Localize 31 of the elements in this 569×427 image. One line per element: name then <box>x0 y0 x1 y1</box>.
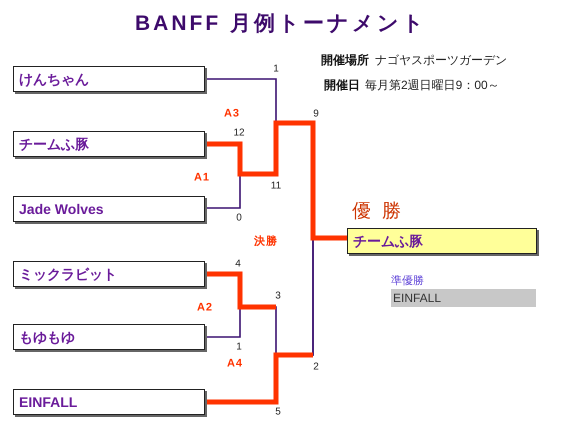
team-box: EINFALL <box>13 389 205 415</box>
team-box: チームふ豚 <box>13 131 205 157</box>
score: 0 <box>236 212 242 224</box>
title: BANFF 月例トーナメント <box>135 11 427 37</box>
venue-label: 開催場所 <box>321 54 369 68</box>
score: 11 <box>270 180 282 192</box>
runner-up-heading: 準優勝 <box>391 274 424 288</box>
score: 1 <box>236 341 242 353</box>
team-box: もゆもゆ <box>13 324 205 350</box>
score: 3 <box>275 290 281 302</box>
score: 2 <box>313 361 319 373</box>
date-value: 毎月第2週日曜日9：00～ <box>365 79 500 93</box>
score: 1 <box>273 63 279 75</box>
match-label: A2 <box>196 302 214 314</box>
match-label: 決勝 <box>254 236 278 248</box>
score: 4 <box>235 258 241 270</box>
match-label: A4 <box>226 358 244 370</box>
team-box: けんちゃん <box>13 66 205 92</box>
match-label: A3 <box>224 108 240 120</box>
team-box: Jade Wolves <box>13 196 205 222</box>
score: 5 <box>275 406 281 418</box>
winner-heading: 優勝 <box>352 200 412 224</box>
bracket-line <box>205 307 241 338</box>
runner-up-box: EINFALL <box>391 289 536 307</box>
match-label: A1 <box>194 172 210 184</box>
score: 12 <box>233 127 245 139</box>
score: 9 <box>313 108 319 120</box>
venue-name: ナゴヤスポーツガーデン <box>375 54 507 68</box>
champion-box: チームふ豚 <box>347 228 537 254</box>
date-label: 開催日 <box>324 79 360 93</box>
team-box: ミックラビット <box>13 261 205 287</box>
